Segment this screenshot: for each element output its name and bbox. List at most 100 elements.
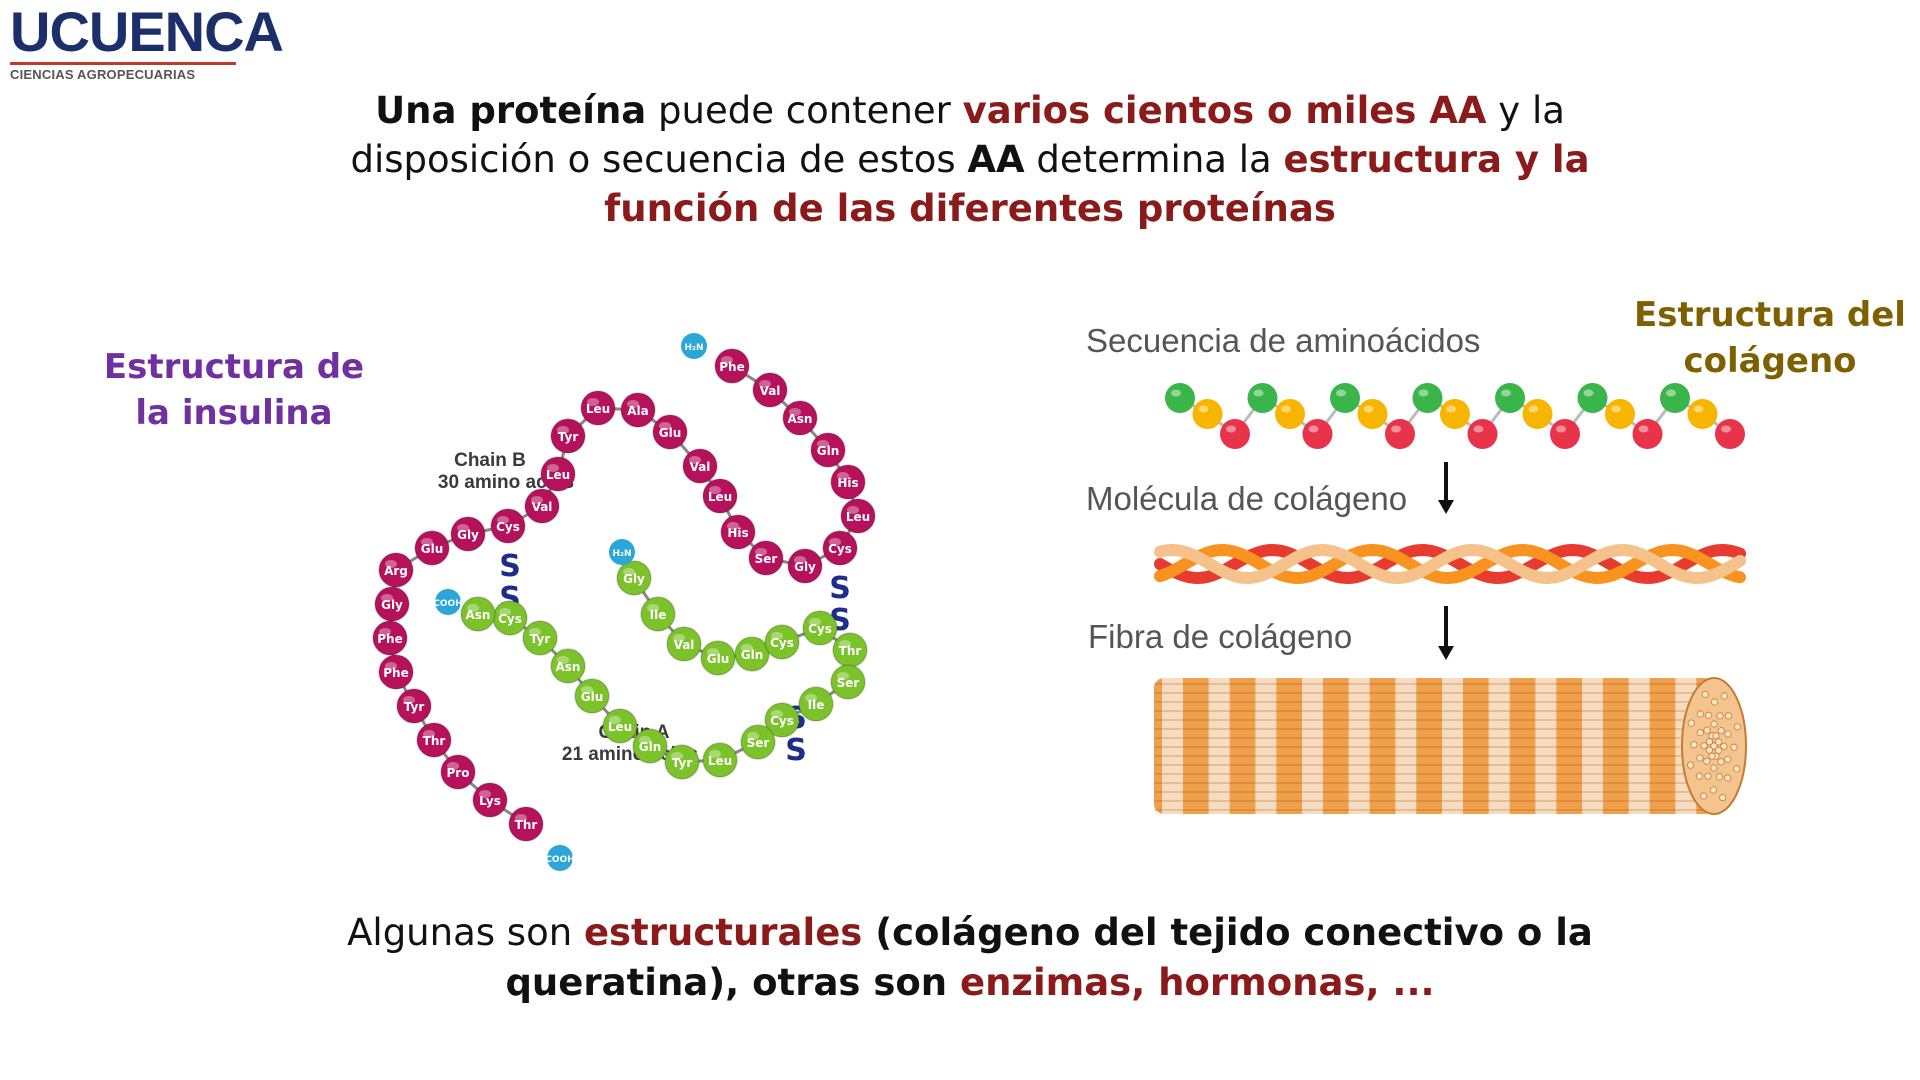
intro-emphasis-aa: AA [967,138,1025,181]
fiber-band [1162,678,1183,814]
chain-b-n-terminus: H₂N [681,333,707,359]
amino-acid-label: Val [760,384,781,398]
amino-acid-label: Ser [755,552,778,566]
closing-text-2: (colágeno del tejido conectivo o la quer… [505,911,1593,1004]
chain-a-amino-acid: Ile [640,596,676,632]
chain-a-amino-acid: Glu [700,640,736,676]
chain-a-amino-acid: Thr [832,632,868,668]
chain-b-amino-acid: Gly [450,516,486,552]
chain-a-amino-acid: Ser [830,664,866,700]
amino-acid-label: Gln [639,740,662,754]
collagen-triple-helix [1154,543,1746,585]
amino-acid-label: Leu [708,490,732,504]
fiber-band [1628,678,1650,814]
chain-b-amino-acid: Thr [508,806,544,842]
chain-a-amino-acid: Asn [550,648,586,684]
chain-b-amino-acid: Leu [840,498,876,534]
amino-acid-label: His [727,526,748,540]
caption-amino-sequence: Secuencia de aminoácidos [1086,322,1480,359]
intro-text-1: puede contener [646,89,963,132]
amino-acid-bead [1660,383,1690,413]
amino-acid-bead [1467,419,1498,449]
terminal-label: H₂N [684,343,703,353]
amino-acid-bead [1302,419,1333,449]
chain-b-amino-acid: Thr [416,722,452,758]
chain-a-amino-acid: Gly [616,560,652,596]
caption-collagen-molecule: Molécula de colágeno [1086,480,1407,517]
amino-acid-label: Gly [381,598,403,612]
chain-b-amino-acid: Ala [620,392,656,428]
chain-a-amino-acid: Val [666,626,702,662]
chain-b-amino-acid: Cys [822,530,858,566]
amino-acid-label: Ile [650,608,667,622]
amino-acid-label: Glu [581,690,604,704]
chain-b-amino-acid: Val [524,488,560,524]
chain-a-amino-acid: Cys [764,624,800,660]
chain-b-amino-acid: Arg [378,552,414,588]
amino-acid-label: Gly [457,528,479,542]
amino-acid-bead-chain [1165,383,1745,449]
chain-b-amino-acid: Phe [378,654,414,690]
collagen-structure-label: Estructura del colágeno [1620,292,1920,384]
amino-acid-bead [1412,383,1443,413]
chain-b-amino-acid: Pro [440,754,476,790]
amino-acid-bead [1632,419,1663,449]
chain-a-amino-acid: Ile [798,686,834,722]
amino-acid-label: Tyr [530,632,551,646]
amino-acid-bead [1605,399,1635,429]
disulfide-label: S [785,733,807,768]
amino-acid-label: Cys [496,520,520,534]
amino-acid-label: Asn [556,660,581,674]
amino-acid-bead [1192,399,1223,429]
amino-acid-label: Phe [383,666,408,680]
logo-underline [10,62,236,65]
amino-acid-label: Cys [770,714,794,728]
insulin-label-line2: la insulina [135,393,333,433]
amino-acid-bead [1247,383,1278,413]
amino-acid-label: Gly [794,560,816,574]
amino-acid-label: Leu [546,468,570,482]
amino-acid-label: Thr [423,734,446,748]
amino-acid-label: Ser [747,736,770,750]
chain-b-amino-acid: Phe [372,620,408,656]
amino-acid-bead [1495,383,1525,413]
amino-acid-label: Tyr [672,756,693,770]
amino-acid-label: Leu [586,402,610,416]
amino-acid-label: Leu [846,510,870,524]
chain-b-amino-acid: Leu [702,478,738,514]
chain-a-amino-acid: Leu [702,742,738,778]
amino-acid-bead [1385,419,1415,449]
chain-a-amino-acid: Glu [574,678,610,714]
amino-acid-label: Phe [719,360,744,374]
intro-emphasis-protein: Una proteína [375,89,647,132]
amino-acid-bead [1522,399,1553,429]
chain-b-amino-acid: Ser [748,540,784,576]
amino-acid-label: Leu [708,754,732,768]
fiber-body [1154,678,1714,814]
chain-a-c-terminus: COOH [433,589,463,615]
terminal-label: COOH [433,599,462,609]
amino-acid-label: Val [674,638,695,652]
chain-a-amino-acid: Asn [460,596,496,632]
fiber-band [1535,678,1557,814]
amino-acid-label: Glu [659,426,682,440]
chain-a-amino-acid: Ser [740,724,776,760]
chain-b-amino-acid: Leu [540,456,576,492]
amino-acid-bead [1220,419,1250,449]
closing-paragraph: Algunas son estructurales (colágeno del … [300,908,1640,1008]
chain-b-amino-acid: Tyr [396,688,432,724]
closing-text-1: Algunas son [347,911,584,954]
amino-acid-label: Thr [515,818,538,832]
amino-acid-label: Ile [808,698,825,712]
chain-b-amino-acid: Leu [580,390,616,426]
caption-collagen-fiber: Fibra de colágeno [1088,618,1352,655]
amino-acid-label: Cys [808,622,832,636]
amino-acid-label: Thr [839,644,862,658]
amino-acid-label: Glu [421,542,444,556]
amino-acid-label: Tyr [404,700,425,714]
amino-acid-label: Asn [466,608,491,622]
amino-acid-label: Tyr [558,430,579,444]
amino-acid-bead [1165,383,1195,413]
terminal-label: COOH [545,855,574,865]
fiber-band [1395,678,1417,814]
